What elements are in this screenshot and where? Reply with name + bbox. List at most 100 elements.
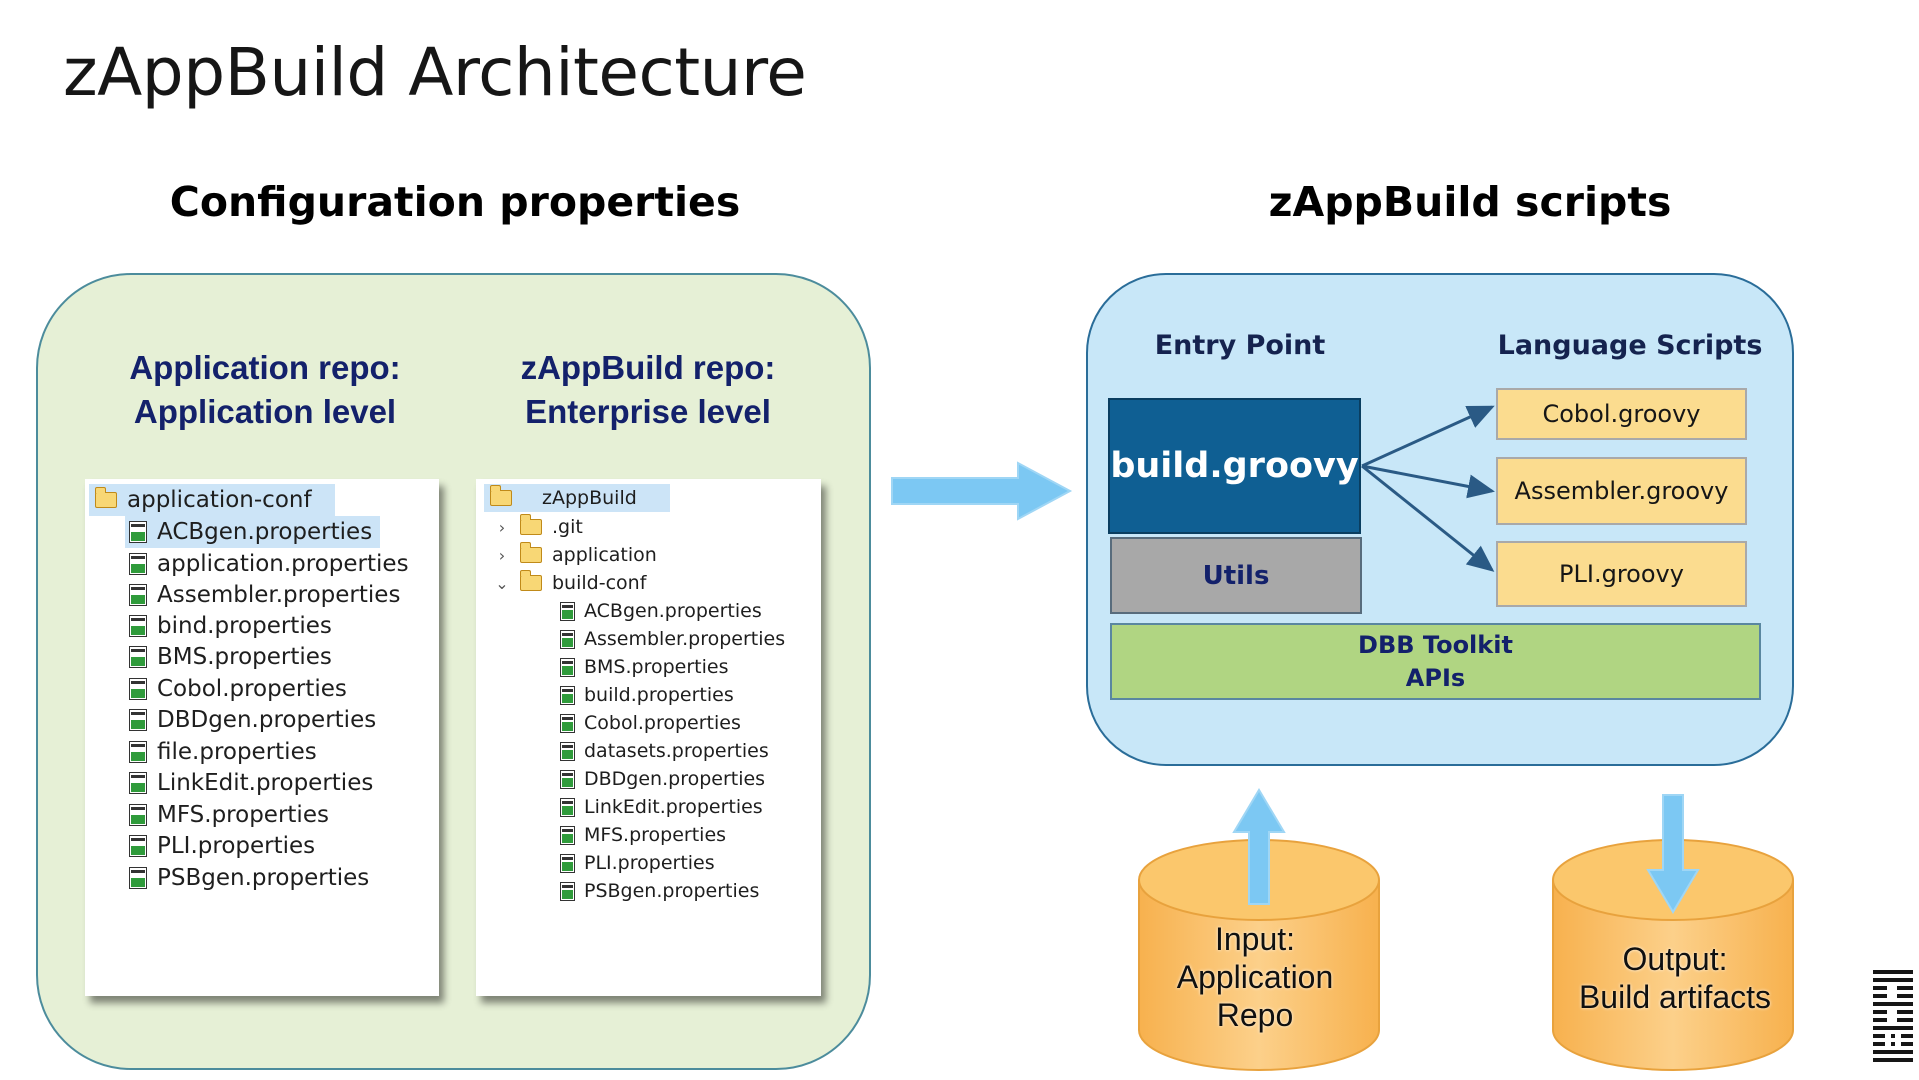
app-repo-heading-line-1: Application repo: bbox=[129, 349, 401, 386]
properties-file-icon bbox=[560, 629, 575, 649]
tree-file[interactable]: MFS.properties bbox=[560, 821, 726, 849]
tree-file[interactable]: ACBgen.properties bbox=[560, 597, 762, 625]
tree-file[interactable]: Cobol.properties bbox=[129, 673, 347, 705]
properties-file-icon bbox=[129, 772, 147, 794]
properties-file-icon bbox=[560, 797, 575, 817]
properties-file-icon bbox=[560, 657, 575, 677]
folder-icon bbox=[519, 514, 542, 535]
dbb-toolkit-box: DBB Toolkit APIs bbox=[1110, 623, 1761, 700]
app-tree-screenshot: application-conf ACBgen.properties appli… bbox=[85, 479, 439, 996]
properties-file-icon bbox=[129, 835, 147, 857]
tree-file-label: DBDgen.properties bbox=[584, 768, 766, 790]
app-repo-heading-line-2: Application level bbox=[133, 393, 397, 430]
tree-file-label: build.properties bbox=[584, 684, 734, 706]
properties-file-icon bbox=[560, 825, 575, 845]
tree-file[interactable]: bind.properties bbox=[129, 610, 332, 642]
properties-file-icon bbox=[560, 881, 575, 901]
tree-file[interactable]: PSBgen.properties bbox=[560, 877, 759, 905]
properties-file-icon bbox=[560, 601, 575, 621]
tree-file-label: Cobol.properties bbox=[157, 676, 347, 702]
tree-file[interactable]: LinkEdit.properties bbox=[129, 767, 373, 799]
tree-folder-label: application-conf bbox=[127, 487, 312, 513]
tree-file-label: LinkEdit.properties bbox=[584, 796, 763, 818]
cobol-groovy-box: Cobol.groovy bbox=[1496, 388, 1747, 440]
utils-box: Utils bbox=[1110, 537, 1362, 614]
tree-file[interactable]: MFS.properties bbox=[129, 799, 329, 831]
tree-file[interactable]: datasets.properties bbox=[560, 737, 769, 765]
properties-file-icon bbox=[129, 709, 147, 731]
tree-file-label: PLI.properties bbox=[584, 852, 715, 874]
tree-file-label: ACBgen.properties bbox=[584, 600, 762, 622]
tree-file[interactable]: DBDgen.properties bbox=[129, 704, 376, 736]
tree-file[interactable]: DBDgen.properties bbox=[560, 765, 765, 793]
properties-file-icon bbox=[129, 867, 147, 889]
tree-folder[interactable]: › .git bbox=[494, 513, 583, 541]
properties-file-icon bbox=[129, 678, 147, 700]
tree-file[interactable]: PSBgen.properties bbox=[129, 862, 369, 894]
folder-icon bbox=[519, 570, 542, 591]
tree-file-label: DBDgen.properties bbox=[157, 707, 377, 733]
scripts-heading: zAppBuild scripts bbox=[1268, 178, 1672, 226]
arrow-up-icon bbox=[1232, 788, 1286, 905]
zappbuild-tree-screenshot: zAppBuild › .git › application ⌄ build-c… bbox=[476, 479, 821, 996]
tree-file[interactable]: ACBgen.properties bbox=[125, 516, 381, 548]
tree-file[interactable]: file.properties bbox=[129, 736, 317, 768]
output-label-line-1: Output: bbox=[1622, 941, 1728, 977]
tree-file[interactable]: PLI.properties bbox=[129, 830, 315, 862]
properties-file-icon bbox=[129, 615, 147, 637]
tree-file[interactable]: application.properties bbox=[129, 548, 409, 580]
tree-file[interactable]: Assembler.properties bbox=[560, 625, 785, 653]
tree-root-zappbuild[interactable]: zAppBuild bbox=[484, 484, 670, 512]
tree-folder-label: .git bbox=[552, 516, 583, 538]
input-label-line-3: Repo bbox=[1216, 997, 1294, 1033]
tree-file[interactable]: BMS.properties bbox=[560, 653, 729, 681]
tree-folder[interactable]: ⌄ build-conf bbox=[494, 569, 646, 597]
tree-file-label: bind.properties bbox=[157, 613, 332, 639]
tree-file-label: MFS.properties bbox=[584, 824, 727, 846]
folder-icon bbox=[519, 542, 542, 563]
zappbuild-repo-heading-line-2: Enterprise level bbox=[525, 393, 771, 430]
folder-icon bbox=[94, 487, 117, 508]
tree-file-label: BMS.properties bbox=[584, 656, 729, 678]
dbb-toolkit-line-2: APIs bbox=[1405, 663, 1466, 692]
tree-file[interactable]: build.properties bbox=[560, 681, 734, 709]
properties-file-icon bbox=[560, 685, 575, 705]
properties-file-icon bbox=[560, 853, 575, 873]
tree-folder-label: build-conf bbox=[552, 572, 647, 594]
properties-file-icon bbox=[129, 804, 147, 826]
tree-file-label: file.properties bbox=[157, 739, 317, 765]
chevron-down-icon[interactable]: ⌄ bbox=[495, 573, 509, 593]
input-label: Input: Application Repo bbox=[1135, 920, 1375, 1034]
tree-file-label: datasets.properties bbox=[584, 740, 769, 762]
chevron-right-icon[interactable]: › bbox=[498, 517, 506, 537]
tree-file-label: ACBgen.properties bbox=[157, 519, 373, 545]
tree-file-label: PSBgen.properties bbox=[157, 865, 370, 891]
tree-folder-application-conf[interactable]: application-conf bbox=[89, 484, 335, 516]
properties-file-icon bbox=[129, 741, 147, 763]
build-groovy-box: build.groovy bbox=[1108, 398, 1361, 534]
tree-file-label: application.properties bbox=[157, 551, 409, 577]
properties-file-icon bbox=[129, 646, 147, 668]
input-label-line-2: Application bbox=[1176, 959, 1334, 995]
properties-file-icon bbox=[129, 553, 147, 575]
app-repo-heading: Application repo: Application level bbox=[95, 346, 435, 434]
chevron-right-icon[interactable]: › bbox=[498, 545, 506, 565]
tree-file[interactable]: Assembler.properties bbox=[129, 579, 400, 611]
pli-groovy-box: PLI.groovy bbox=[1496, 541, 1747, 607]
tree-root-label: zAppBuild bbox=[542, 487, 637, 509]
tree-folder[interactable]: › application bbox=[494, 541, 657, 569]
tree-file-label: MFS.properties bbox=[157, 802, 329, 828]
tree-file-label: PSBgen.properties bbox=[584, 880, 760, 902]
tree-file[interactable]: PLI.properties bbox=[560, 849, 715, 877]
zappbuild-repo-heading-line-1: zAppBuild repo: bbox=[520, 349, 776, 386]
input-label-line-1: Input: bbox=[1214, 921, 1296, 957]
entry-point-label: Entry Point bbox=[1154, 330, 1326, 361]
tree-file[interactable]: BMS.properties bbox=[129, 641, 332, 673]
output-label-line-2: Build artifacts bbox=[1578, 979, 1772, 1015]
tree-file-label: Assembler.properties bbox=[584, 628, 786, 650]
assembler-groovy-box: Assembler.groovy bbox=[1496, 457, 1747, 525]
tree-file-label: Assembler.properties bbox=[157, 582, 401, 608]
tree-file[interactable]: Cobol.properties bbox=[560, 709, 741, 737]
properties-file-icon bbox=[560, 769, 575, 789]
tree-file[interactable]: LinkEdit.properties bbox=[560, 793, 763, 821]
